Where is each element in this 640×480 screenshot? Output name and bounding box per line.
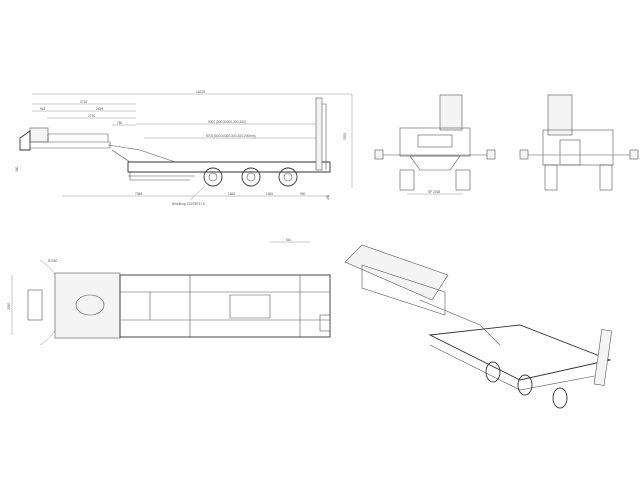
front-view: SP 2035 [374,94,496,195]
tyre-note: Bereifung 215/75R17.5 [172,202,205,206]
rear-view [519,94,639,191]
dim-swing-radius: R2050 [48,259,58,263]
dim-axle-spacing-1: 1360 [228,192,235,196]
dim-kingpin-step: 2639 [96,107,103,111]
dim-ground-clearance: 450 [326,194,330,200]
dim-axle-spacing-2: 1360 [266,192,273,196]
dim-deck-height: 960 [15,166,19,172]
top-view: R2050 2550 810 [7,238,331,346]
dim-ramp-width: 810 [286,238,292,242]
dim-deck-length-2: 8700 (500-5x300-300-300-200mm) [206,134,256,138]
dim-upper-deck: 2730 [88,114,95,118]
isometric-view [344,244,613,409]
dim-width: 2550 [7,303,11,310]
dim-step: 780 [117,121,123,125]
dim-gooseneck: 3736 [80,100,87,104]
dim-kingpin-axle: 7386 [135,192,142,196]
dim-overall-length: 16225 [196,90,205,94]
dim-track: SP 2035 [428,190,440,194]
dim-rear-overhang: 900 [300,192,306,196]
dim-front-overhang: 918 [40,107,46,111]
dim-height: 3355 [343,133,347,140]
side-view: 16225 3736 918 2639 2730 780 9300 (500-5… [15,90,353,206]
iso-wheels [485,361,568,409]
dim-deck-length-1: 9300 (500-5x300-300-300) [208,120,246,124]
wheels [203,167,298,187]
